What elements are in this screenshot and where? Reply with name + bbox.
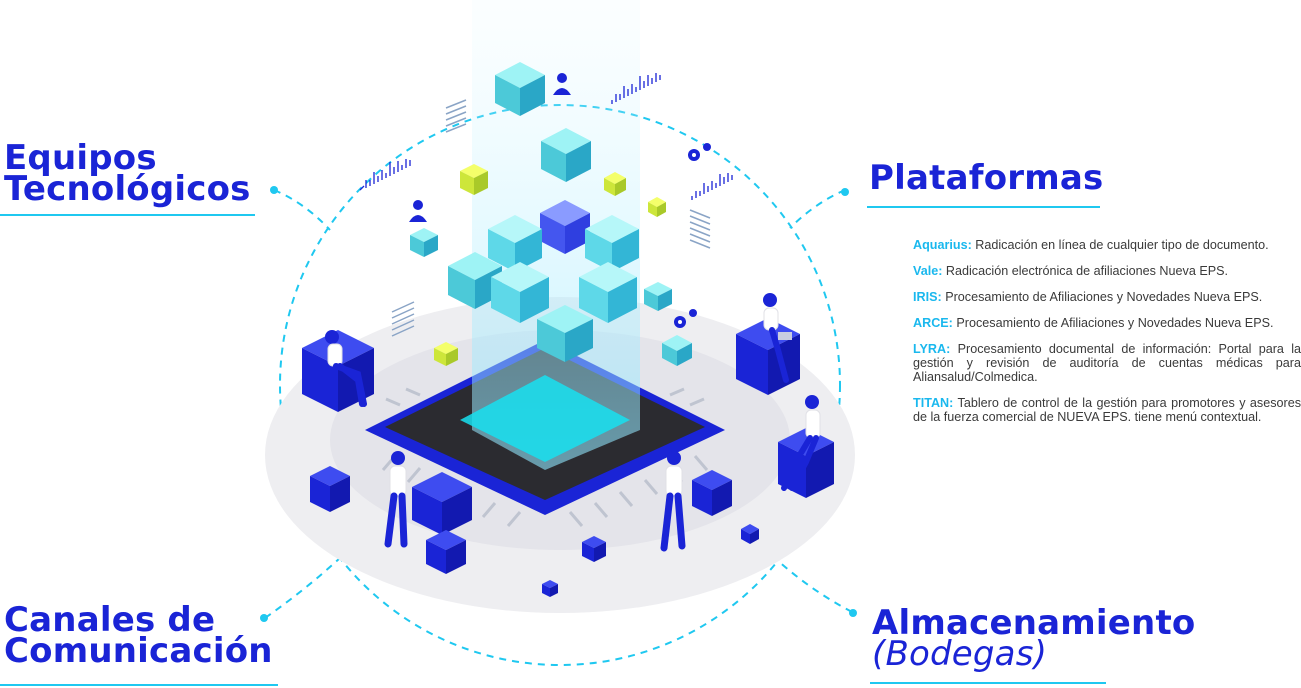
person-icon xyxy=(660,451,686,552)
equipos-underline xyxy=(0,214,255,216)
canales-line-1: Canales de xyxy=(4,600,216,640)
cube-icon xyxy=(585,215,639,272)
dot-equipos xyxy=(270,186,278,194)
equipos-line-2: Tecnológicos xyxy=(4,169,251,209)
platform-name: TITAN: xyxy=(913,396,954,410)
platform-description: Procesamiento de Afiliaciones y Novedade… xyxy=(945,290,1263,304)
platform-item-titan: TITAN: Tablero de control de la gestión … xyxy=(913,396,1301,424)
platform-name: ARCE: xyxy=(913,316,953,330)
almacenamiento-line-1: Almacenamiento xyxy=(872,603,1196,643)
platform-name: IRIS: xyxy=(913,290,942,304)
glow-core xyxy=(460,375,630,462)
plataformas-underline xyxy=(867,206,1100,208)
cube-icon xyxy=(310,466,350,512)
almacenamiento-underline xyxy=(870,682,1106,684)
person-icon xyxy=(409,200,427,222)
platform-name: LYRA: xyxy=(913,342,951,356)
platform-description: Procesamiento de Afiliaciones y Novedade… xyxy=(956,316,1274,330)
platform-item-vale: Vale: Radicación electrónica de afiliaci… xyxy=(913,264,1301,278)
cube-icon xyxy=(460,164,488,195)
cube-icon xyxy=(662,335,692,366)
document-icon xyxy=(391,301,415,337)
platform-name: Aquarius: xyxy=(913,238,972,252)
platform-item-lyra: LYRA: Procesamiento documental de inform… xyxy=(913,342,1301,384)
connector-canales xyxy=(264,557,341,619)
dot-canales xyxy=(260,614,268,622)
canales-line-2: Comunicación xyxy=(4,631,273,671)
plataformas-title-text: Plataformas xyxy=(869,158,1104,198)
cube-icon xyxy=(537,305,593,362)
cube-icon xyxy=(604,172,626,196)
cube-icon xyxy=(692,470,732,516)
equipos-line-1: Equipos xyxy=(4,138,157,178)
cube-icon xyxy=(491,262,549,323)
connector-almacenamiento xyxy=(774,557,853,613)
platform-item-aquarius: Aquarius: Radicación en línea de cualqui… xyxy=(913,238,1301,252)
platform-item-iris: IRIS: Procesamiento de Afiliaciones y No… xyxy=(913,290,1301,304)
cube-icon xyxy=(540,200,590,254)
document-icon xyxy=(445,99,467,133)
floating-cubes xyxy=(410,62,692,366)
person-icon xyxy=(553,73,571,95)
cube-icon xyxy=(434,342,458,366)
cube-icon xyxy=(741,524,759,544)
connector-plataformas xyxy=(789,189,846,229)
section-title-almacenamiento: Almacenamiento (Bodegas) xyxy=(872,603,1196,674)
section-title-plataformas: Plataformas xyxy=(869,158,1104,198)
cube-icon xyxy=(542,580,558,597)
person-icon xyxy=(325,330,367,407)
cube-icon xyxy=(495,62,545,116)
gear-icon xyxy=(688,143,711,161)
platform-description: Radicación electrónica de afiliaciones N… xyxy=(945,264,1229,278)
connector-dots xyxy=(260,186,857,622)
canales-underline xyxy=(0,684,278,686)
section-title-equipos-tecnologicos: Equipos Tecnológicos xyxy=(4,138,251,209)
person-icon xyxy=(763,293,792,383)
waveform-icon xyxy=(611,73,661,104)
cube-icon xyxy=(541,128,591,182)
section-title-canales-de-comunicacion: Canales de Comunicación xyxy=(4,600,273,671)
person-icon xyxy=(781,395,821,491)
gear-icon xyxy=(674,309,697,328)
platform-name: Vale: xyxy=(913,264,943,278)
cube-icon xyxy=(582,536,606,562)
document-icon xyxy=(689,209,711,249)
dot-almacenamiento xyxy=(849,609,857,617)
connector-equipos xyxy=(273,189,331,231)
cube-icon xyxy=(412,472,472,535)
platform-item-arce: ARCE: Procesamiento de Afiliaciones y No… xyxy=(913,316,1301,330)
cube-icon xyxy=(410,228,438,257)
cube-icon xyxy=(644,282,672,311)
person-icon xyxy=(384,451,408,548)
dot-plataformas xyxy=(841,188,849,196)
cube-icon xyxy=(648,197,666,217)
cube-icon xyxy=(426,530,466,574)
platform-description: Tablero de control de la gestión para pr… xyxy=(913,396,1301,424)
platform-description: Radicación en línea de cualquier tipo de… xyxy=(975,238,1269,252)
waveform-icon xyxy=(691,173,733,200)
connector-lines xyxy=(264,189,853,619)
cube-icon xyxy=(488,215,542,272)
cube-icon xyxy=(579,262,637,323)
almacenamiento-line-2: (Bodegas) xyxy=(872,634,1048,674)
platform-description: Procesamiento documental de información:… xyxy=(913,342,1301,384)
waveform-icon xyxy=(359,159,411,191)
platform-list: Aquarius: Radicación en línea de cualqui… xyxy=(913,238,1301,436)
